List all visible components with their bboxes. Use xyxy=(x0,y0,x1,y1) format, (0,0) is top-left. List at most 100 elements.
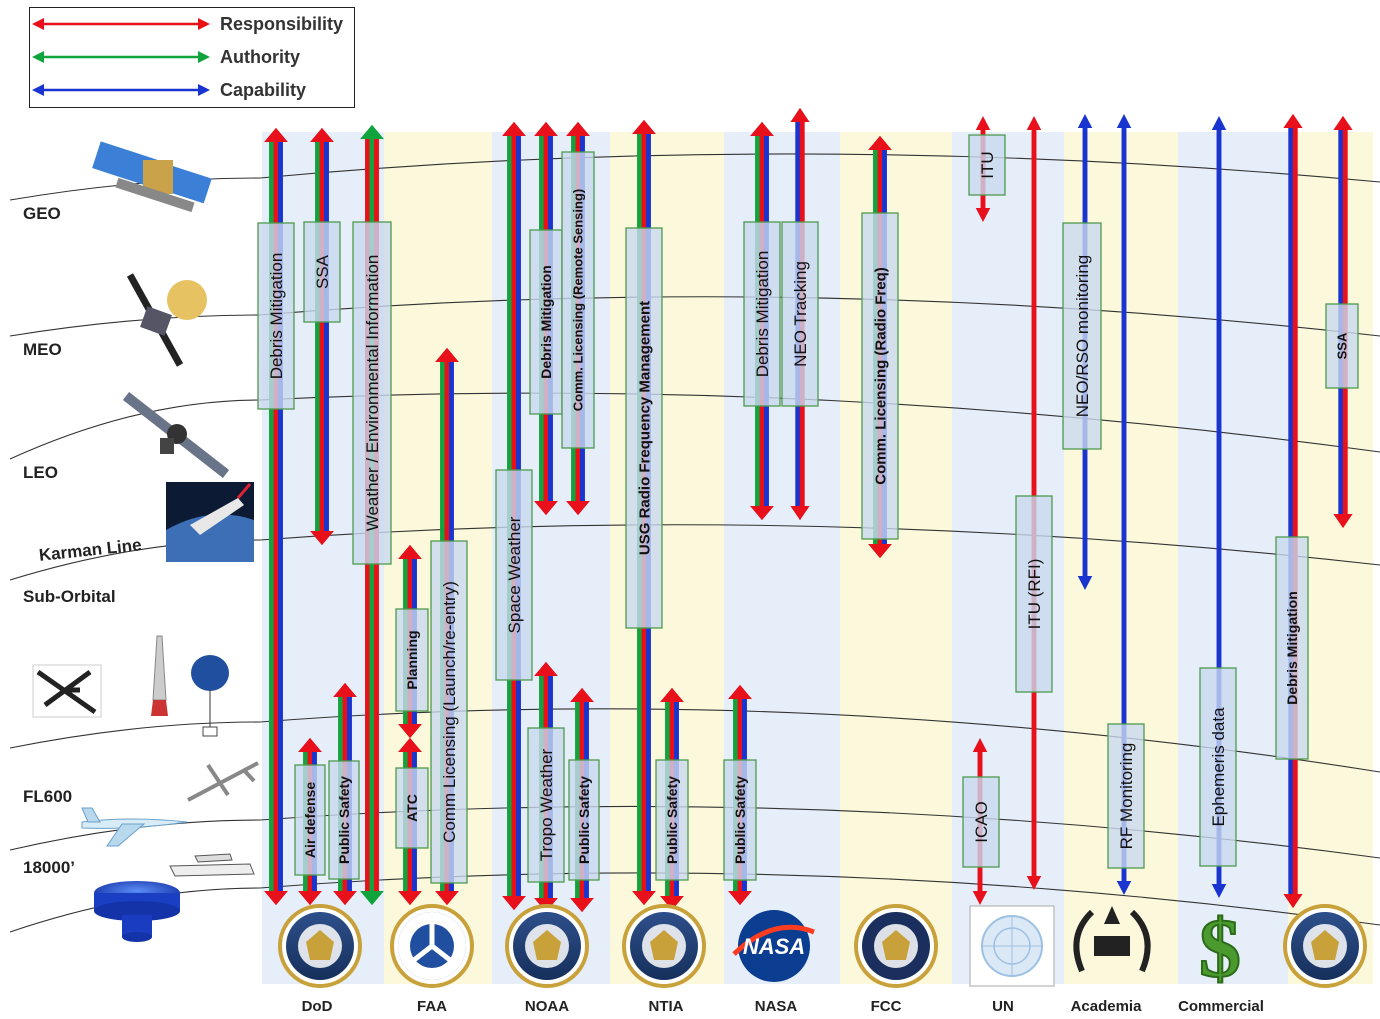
agency-label-un: UN xyxy=(992,998,1014,1015)
altitude-label-18000: 18000’ xyxy=(23,858,75,877)
role-label-box: Debris Mitigation xyxy=(529,229,563,415)
role-label: Air defense xyxy=(302,782,318,858)
role-label: Comm Licensing (Launch/re-entry) xyxy=(440,581,459,843)
role-label: Public Safety xyxy=(664,776,680,864)
role-label-box: Debris Mitigation xyxy=(257,222,295,410)
role-arrow xyxy=(310,128,334,545)
legend: Responsibility Authority Capability xyxy=(29,7,355,108)
altitude-label-geo: GEO xyxy=(23,204,61,223)
svg-text:NASA: NASA xyxy=(743,934,805,959)
role-label-box: RF Monitoring xyxy=(1107,723,1145,869)
role-label-box: Debris Mitigation xyxy=(1275,536,1309,760)
agency-label-academia: Academia xyxy=(1070,998,1142,1015)
role-label-box: USG Radio Frequency Management xyxy=(625,227,663,629)
role-label-box: Weather / Environmental Information xyxy=(352,221,392,565)
ntia-seal xyxy=(622,904,706,988)
airliner-icon xyxy=(81,807,188,847)
role-label: Comm. Licensing (Remote Sensing) xyxy=(571,189,586,411)
role-label: NEO/RSO monitoring xyxy=(1073,255,1092,418)
role-label: Weather / Environmental Information xyxy=(363,255,382,532)
role-label: Debris Mitigation xyxy=(538,265,554,379)
role-label: ATC xyxy=(404,794,420,822)
agency-label-nasa: NASA xyxy=(754,998,798,1015)
noaa-seal xyxy=(505,904,589,988)
role-label-box: NEO Tracking xyxy=(781,221,819,407)
role-label: ITU (RFI) xyxy=(1025,559,1044,630)
role-label-box: Comm. Licensing (Remote Sensing) xyxy=(561,151,595,449)
legend-label: Capability xyxy=(220,80,307,100)
role-label: RF Monitoring xyxy=(1117,743,1136,850)
altitude-label-meo: MEO xyxy=(23,340,62,359)
agency-label-fcc: FCC xyxy=(870,998,902,1015)
legend-arrow-capability xyxy=(32,84,210,96)
role-label: ITU xyxy=(978,151,997,178)
role-label-box: Tropo Weather xyxy=(527,727,565,883)
role-label-box: SSA xyxy=(1325,303,1359,389)
agency-label-dod: DoD xyxy=(301,998,333,1015)
agency-label-ntia: NTIA xyxy=(648,998,684,1015)
role-label: ICAO xyxy=(972,801,991,843)
role-label-box: Public Safety xyxy=(655,759,689,881)
altitude-label-fl600: FL600 xyxy=(23,787,73,806)
agency-seals: NASA $ xyxy=(278,901,1367,996)
role-label: SSA xyxy=(313,254,332,289)
altitude-label-leo: LEO xyxy=(23,463,58,482)
space-plane-icon xyxy=(166,482,254,562)
role-label-box: ATC xyxy=(395,767,429,849)
altitude-curve xyxy=(9,392,1380,460)
faa-seal xyxy=(390,904,474,988)
aircraft-rocket-balloon-icon xyxy=(32,635,229,737)
satellite-leo-icon xyxy=(122,392,230,478)
role-label-box: Space Weather xyxy=(495,469,533,681)
academia-emblem xyxy=(1073,906,1151,973)
role-label: NEO Tracking xyxy=(791,261,810,367)
legend-label: Responsibility xyxy=(220,14,344,34)
role-label-box: ITU xyxy=(968,134,1006,196)
legend-item-authority: Authority xyxy=(30,42,356,72)
agency-label-noaa: NOAA xyxy=(524,998,570,1015)
role-label: Planning xyxy=(404,630,420,689)
role-label-box: ICAO xyxy=(962,776,1000,868)
altitude-label-sub-orbital: Sub-Orbital xyxy=(23,587,116,606)
role-label: Debris Mitigation xyxy=(753,251,772,378)
dod-seal xyxy=(278,904,362,988)
role-label-box: Comm. Licensing (Radio Freq) xyxy=(861,212,899,540)
role-label-box: SSA xyxy=(303,221,341,323)
role-label-box: Comm Licensing (Launch/re-entry) xyxy=(430,540,468,884)
role-label: Tropo Weather xyxy=(537,748,556,861)
dollar-sign: $ xyxy=(1198,901,1242,996)
agency-label-commercial: Commercial xyxy=(1178,998,1264,1015)
role-label: Public Safety xyxy=(732,776,748,864)
role-label-box: Air defense xyxy=(294,764,326,876)
un-emblem xyxy=(969,905,1055,987)
ground-station-icon xyxy=(94,881,180,942)
legend-item-responsibility: Responsibility xyxy=(30,9,356,39)
role-labels: Debris Mitigation SSA Weather / Environmen… xyxy=(257,134,1359,884)
small-plane-icon xyxy=(169,853,255,877)
role-label-box: Planning xyxy=(395,608,429,712)
legend-arrow-responsibility xyxy=(32,18,210,30)
fcc-seal xyxy=(854,904,938,988)
legend-item-capability: Capability xyxy=(30,75,356,105)
role-label: Public Safety xyxy=(336,776,352,864)
legend-label: Authority xyxy=(220,47,300,67)
legend-arrow-authority xyxy=(32,51,210,63)
role-label: Comm. Licensing (Radio Freq) xyxy=(872,267,889,485)
role-label-box: Public Safety xyxy=(328,760,360,880)
role-label: Public Safety xyxy=(576,776,592,864)
nasa-logo: NASA xyxy=(732,910,815,982)
role-label: Debris Mitigation xyxy=(267,253,286,380)
role-label: Debris Mitigation xyxy=(1284,591,1300,705)
role-label: Space Weather xyxy=(505,516,524,633)
agency-label-faa: FAA xyxy=(417,998,447,1015)
role-label-box: Public Safety xyxy=(568,759,600,881)
role-label: Ephemeris data xyxy=(1209,707,1228,827)
role-arrow xyxy=(1283,114,1303,908)
satellite-geo-icon xyxy=(92,141,212,213)
vehicle-icons xyxy=(32,141,259,942)
role-label-box: Public Safety xyxy=(723,759,757,881)
role-label-box: NEO/RSO monitoring xyxy=(1062,222,1102,450)
state-dept-seal xyxy=(1283,904,1367,988)
svg-text:$: $ xyxy=(1199,902,1241,995)
